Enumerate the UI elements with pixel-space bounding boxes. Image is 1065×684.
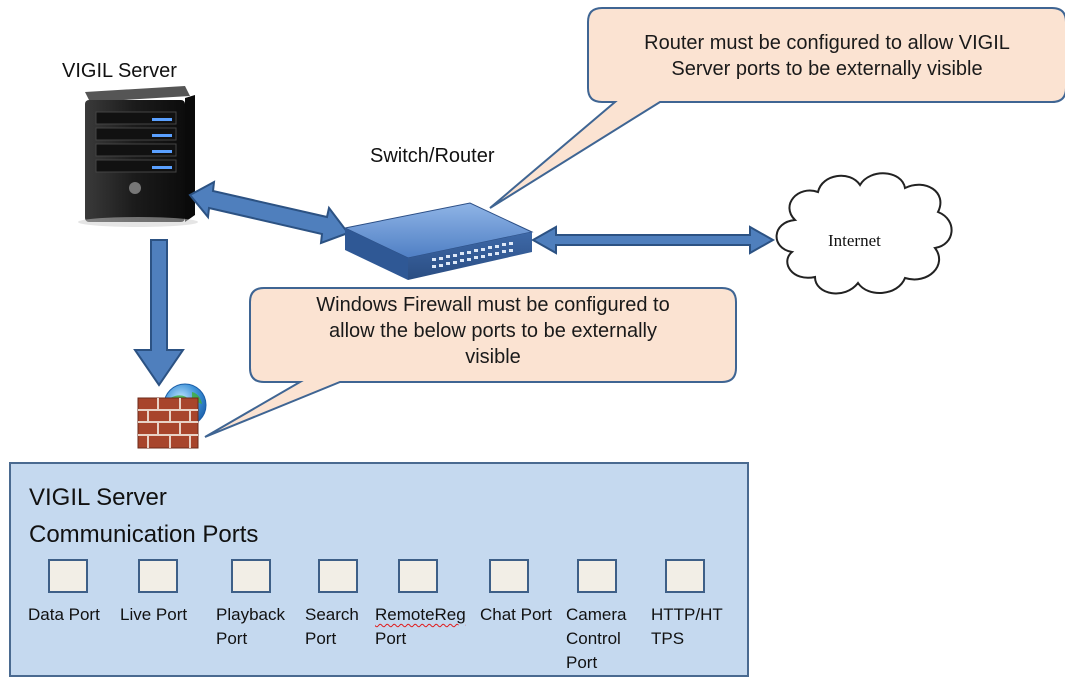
port-label-camera-control: Camera Control Port [566,605,627,672]
switch-internet-arrow [530,225,776,255]
port-box-http [665,559,705,593]
server-firewall-arrow [133,239,185,387]
router-callout-line: Server ports to be externally visible [671,58,983,80]
server-switch-arrow [188,180,350,245]
firewall-callout-text: Windows Firewall must be configured to a… [258,292,728,370]
port-box-chat [489,559,529,593]
port-box-live [138,559,178,593]
firewall-callout-line: visible [465,346,521,368]
port-label-playback: Playback Port [216,605,285,648]
port-label-search: Search Port [305,605,359,648]
port-box-camera-control [577,559,617,593]
port-label-http: HTTP/HT TPS [651,605,723,648]
communication-ports-panel: VIGIL Server Communication Ports Data Po… [9,462,749,677]
switch-router-icon [343,202,534,280]
port-box-search [318,559,358,593]
server-label: VIGIL Server [62,60,177,82]
internet-label: Internet [828,231,881,250]
port-box-data [48,559,88,593]
ports-panel-title-line1: VIGIL Server [29,484,167,511]
ports-panel-title-line2: Communication Ports [29,521,259,548]
port-box-remotereg [398,559,438,593]
firewall-icon [137,383,207,449]
firewall-callout-line: allow the below ports to be externally [329,320,657,342]
port-label-live: Live Port [120,605,188,624]
firewall-callout-bubble [204,287,737,438]
router-callout-line: Router must be configured to allow VIGIL [644,32,1010,54]
router-callout-text: Router must be configured to allow VIGIL… [596,30,1058,82]
internet-cloud-icon [775,172,953,295]
port-box-playback [231,559,271,593]
firewall-callout-line: Windows Firewall must be configured to [316,294,670,316]
port-label-data: Data Port [28,605,100,624]
server-tower-icon [78,86,198,227]
port-label-remotereg: RemoteReg Port [375,605,466,648]
port-label-chat: Chat Port [480,605,552,624]
switch-router-label: Switch/Router [370,145,495,167]
